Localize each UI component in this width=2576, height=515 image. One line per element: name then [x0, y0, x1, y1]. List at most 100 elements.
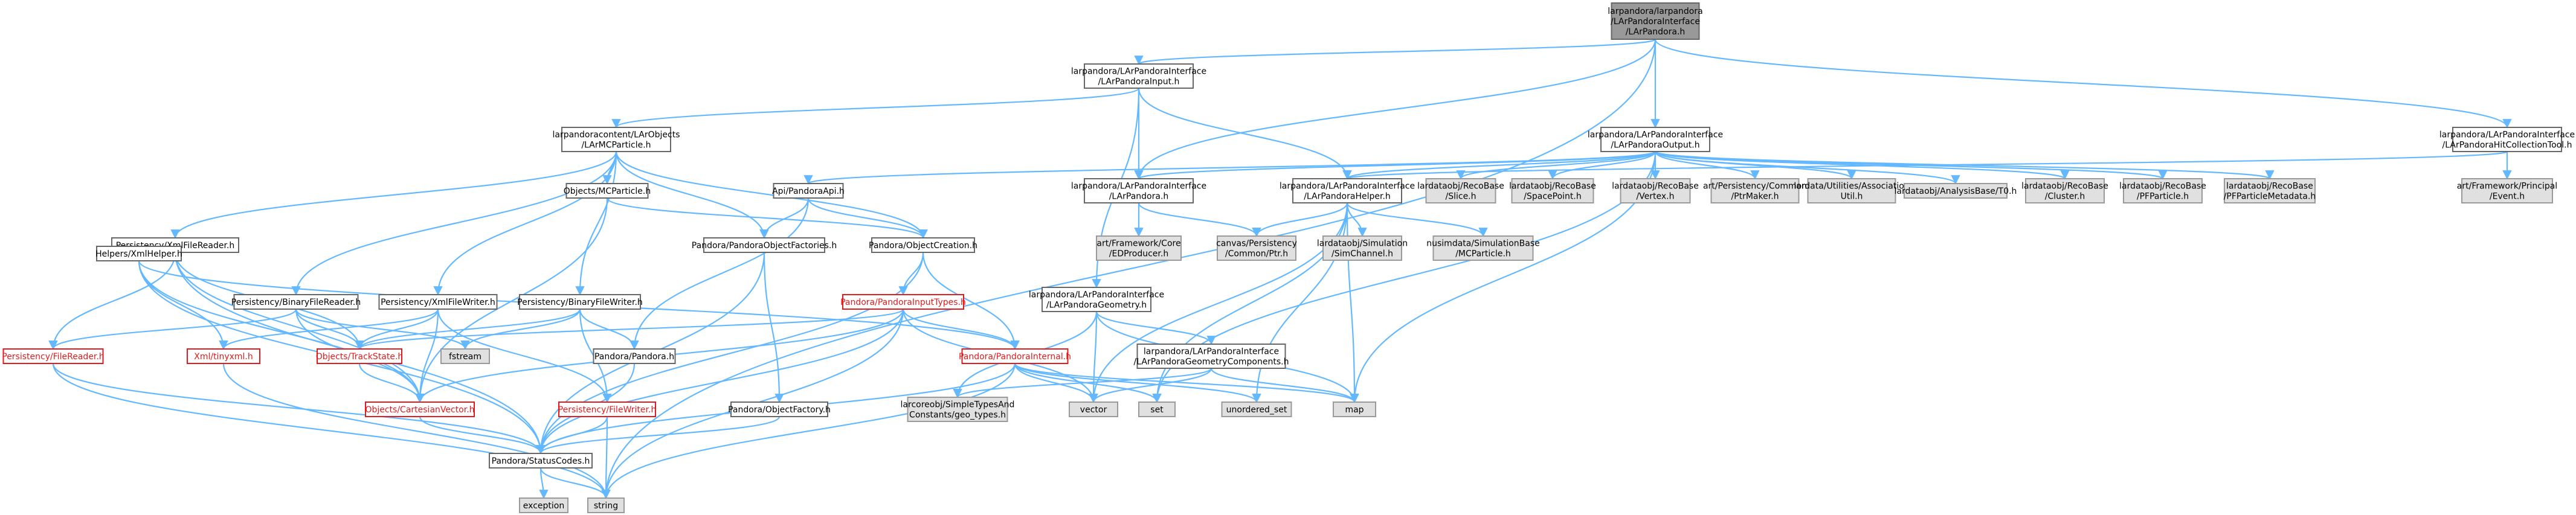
node-label: canvas/Persistency	[1216, 239, 1297, 249]
node-box	[1600, 127, 1710, 152]
node-label: nusimdata/SimulationBase	[1426, 239, 1539, 249]
node-label: Pandora/PandoraInputTypes.h	[840, 298, 966, 307]
node-label: Persistency/BinaryFileReader.h	[231, 298, 361, 307]
node-simpletypes[interactable]: larcoreobj/SimpleTypesAndConstants/geo_t…	[901, 397, 1015, 422]
edge-filereader-to-string	[52, 363, 611, 499]
edge-pocreation-to-inputtypes	[898, 252, 924, 296]
node-canvasptr[interactable]: canvas/Persistency/Common/Ptr.h	[1216, 235, 1297, 261]
node-box	[730, 401, 828, 417]
node-box	[2452, 127, 2562, 152]
node-tinyxml[interactable]: Xml/tinyxml.h	[187, 348, 260, 364]
node-unordset[interactable]: unordered_set	[1221, 401, 1292, 417]
node-cartesian[interactable]: Objects/CartesianVector.h	[365, 401, 475, 417]
node-pandorah[interactable]: Pandora/Pandora.h	[593, 348, 676, 364]
node-pfpmeta[interactable]: lardataobj/RecoBase/PFParticleMetadata.h	[2224, 178, 2316, 203]
node-pfparticle[interactable]: lardataobj/RecoBase/PFParticle.h	[2119, 178, 2206, 203]
node-binwriter[interactable]: Persistency/BinaryFileWriter.h	[517, 294, 643, 310]
node-pofactories[interactable]: Pandora/PandoraObjectFactories.h	[692, 237, 837, 253]
edge-pinternal-to-string	[601, 363, 1016, 499]
node-label: set	[1150, 405, 1164, 415]
node-label: lardataobj/Simulation	[1317, 239, 1408, 249]
node-box	[703, 237, 825, 253]
node-filereader[interactable]: Persistency/FileReader.h	[2, 348, 105, 364]
node-box	[1221, 401, 1292, 417]
node-box	[1084, 63, 1194, 89]
node-box	[96, 246, 182, 261]
node-map[interactable]: map	[1333, 401, 1376, 417]
node-label: Objects/TrackState.h	[316, 352, 404, 362]
edge-tinyxml-to-string	[222, 363, 611, 499]
node-lamc[interactable]: larpandoracontent/LArObjects/LArMCPartic…	[552, 127, 680, 152]
node-trackstate[interactable]: Objects/TrackState.h	[316, 348, 404, 364]
node-t0[interactable]: lardataobj/AnalysisBase/T0.h	[1895, 183, 2017, 199]
node-set[interactable]: set	[1138, 401, 1176, 417]
node-cluster[interactable]: lardataobj/RecoBase/Cluster.h	[2021, 178, 2108, 203]
node-box	[1084, 178, 1194, 203]
node-geomcomp[interactable]: larpandora/LArPandoraInterface/LArPandor…	[1134, 344, 1289, 369]
node-label: larpandora/LArPandoraInterface	[1029, 290, 1164, 300]
node-binreader[interactable]: Persistency/BinaryFileReader.h	[231, 294, 361, 310]
node-edproducer[interactable]: art/Framework/Core/EDProducer.h	[1096, 235, 1182, 261]
node-objfactory[interactable]: Pandora/ObjectFactory.h	[728, 401, 831, 417]
node-event[interactable]: art/Framework/Principal/Event.h	[2457, 178, 2557, 203]
node-label: larpandora/LArPandoraInterface	[1588, 130, 1723, 140]
node-geometry[interactable]: larpandora/LArPandoraInterface/LArPandor…	[1029, 287, 1164, 312]
node-label: /LArPandora.h	[1109, 192, 1169, 202]
node-label: larpandora/larpandora	[1608, 7, 1702, 16]
node-label: vector	[1080, 405, 1107, 415]
node-label: string	[594, 501, 618, 511]
node-label: lardataobj/RecoBase	[2226, 182, 2313, 191]
node-input[interactable]: larpandora/LArPandoraInterface/LArPandor…	[1071, 63, 1206, 89]
node-output[interactable]: larpandora/LArPandoraInterface/LArPandor…	[1588, 127, 1723, 152]
node-label: /Event.h	[2490, 192, 2525, 202]
node-filewriter[interactable]: Persistency/FileWriter.h	[558, 401, 657, 417]
node-label: larpandora/LArPandoraInterface	[1071, 67, 1206, 77]
edge-statuscodes-to-exception	[539, 467, 549, 499]
node-label: /LArPandoraInterface	[1611, 17, 1700, 27]
node-label: Objects/MCParticle.h	[564, 187, 651, 196]
node-root[interactable]: larpandora/larpandora/LArPandoraInterfac…	[1608, 2, 1703, 40]
node-simchannel[interactable]: lardataobj/Simulation/SimChannel.h	[1317, 235, 1408, 261]
node-fstream[interactable]: fstream	[440, 348, 490, 364]
node-vertex[interactable]: lardataobj/RecoBase/Vertex.h	[1612, 178, 1699, 203]
node-inputtypes[interactable]: Pandora/PandoraInputTypes.h	[840, 294, 966, 310]
node-laphelper[interactable]: larpandora/LArPandoraInterface/LArPandor…	[1280, 178, 1415, 203]
node-lapint[interactable]: larpandora/LArPandoraInterface/LArPandor…	[1071, 178, 1206, 203]
node-box	[558, 401, 656, 417]
edge-output-to-t0	[1654, 150, 1960, 185]
node-api[interactable]: Api/PandoraApi.h	[772, 183, 845, 199]
node-label: lardata/Utilities/Association	[1794, 182, 1909, 191]
node-box	[2123, 178, 2203, 203]
node-statuscodes[interactable]: Pandora/StatusCodes.h	[489, 453, 593, 469]
node-nusimmc[interactable]: nusimdata/SimulationBase/MCParticle.h	[1426, 235, 1540, 261]
node-box	[1611, 2, 1700, 40]
edge-xmlreader-to-cartesian	[174, 252, 425, 403]
edge-xmlwriter-to-tinyxml	[219, 309, 439, 350]
node-box	[1096, 235, 1182, 261]
edge-api-to-pocreation	[807, 197, 928, 239]
edge-root-to-string	[601, 39, 1657, 499]
node-pinternal[interactable]: Pandora/PandoraInternal.h	[959, 348, 1071, 364]
node-label: Pandora/ObjectCreation.h	[869, 241, 977, 251]
node-xmlhelper[interactable]: Helpers/XmlHelper.h	[95, 246, 182, 261]
node-vector[interactable]: vector	[1069, 401, 1118, 417]
edge-trackstate-to-cartesian	[358, 363, 425, 403]
node-xmlwriter[interactable]: Persistency/XmlFileWriter.h	[378, 294, 498, 310]
node-label: lardataobj/AnalysisBase/T0.h	[1895, 187, 2017, 196]
node-box	[561, 127, 671, 152]
node-mcparticle[interactable]: Objects/MCParticle.h	[564, 183, 651, 199]
node-exception[interactable]: exception	[519, 497, 568, 513]
node-label: /EDProducer.h	[1109, 249, 1168, 259]
node-pocreation[interactable]: Pandora/ObjectCreation.h	[869, 237, 977, 253]
edge-filereader-to-statuscodes	[52, 363, 546, 455]
node-box	[1432, 235, 1534, 261]
node-spacepoint[interactable]: lardataobj/RecoBase/SpacePoint.h	[1509, 178, 1596, 203]
node-slice[interactable]: lardataobj/RecoBase/Slice.h	[1417, 178, 1504, 203]
node-label: Pandora/Pandora.h	[594, 352, 674, 362]
edge-pinternal-to-set	[1014, 363, 1162, 403]
edge-hitcol-to-laphelper	[1343, 150, 2508, 180]
node-hitcol[interactable]: larpandora/LArPandoraInterface/LArPandor…	[2439, 127, 2575, 152]
node-ptrmaker[interactable]: art/Persistency/Common/PtrMaker.h	[1703, 178, 1807, 203]
node-string[interactable]: string	[587, 497, 625, 513]
